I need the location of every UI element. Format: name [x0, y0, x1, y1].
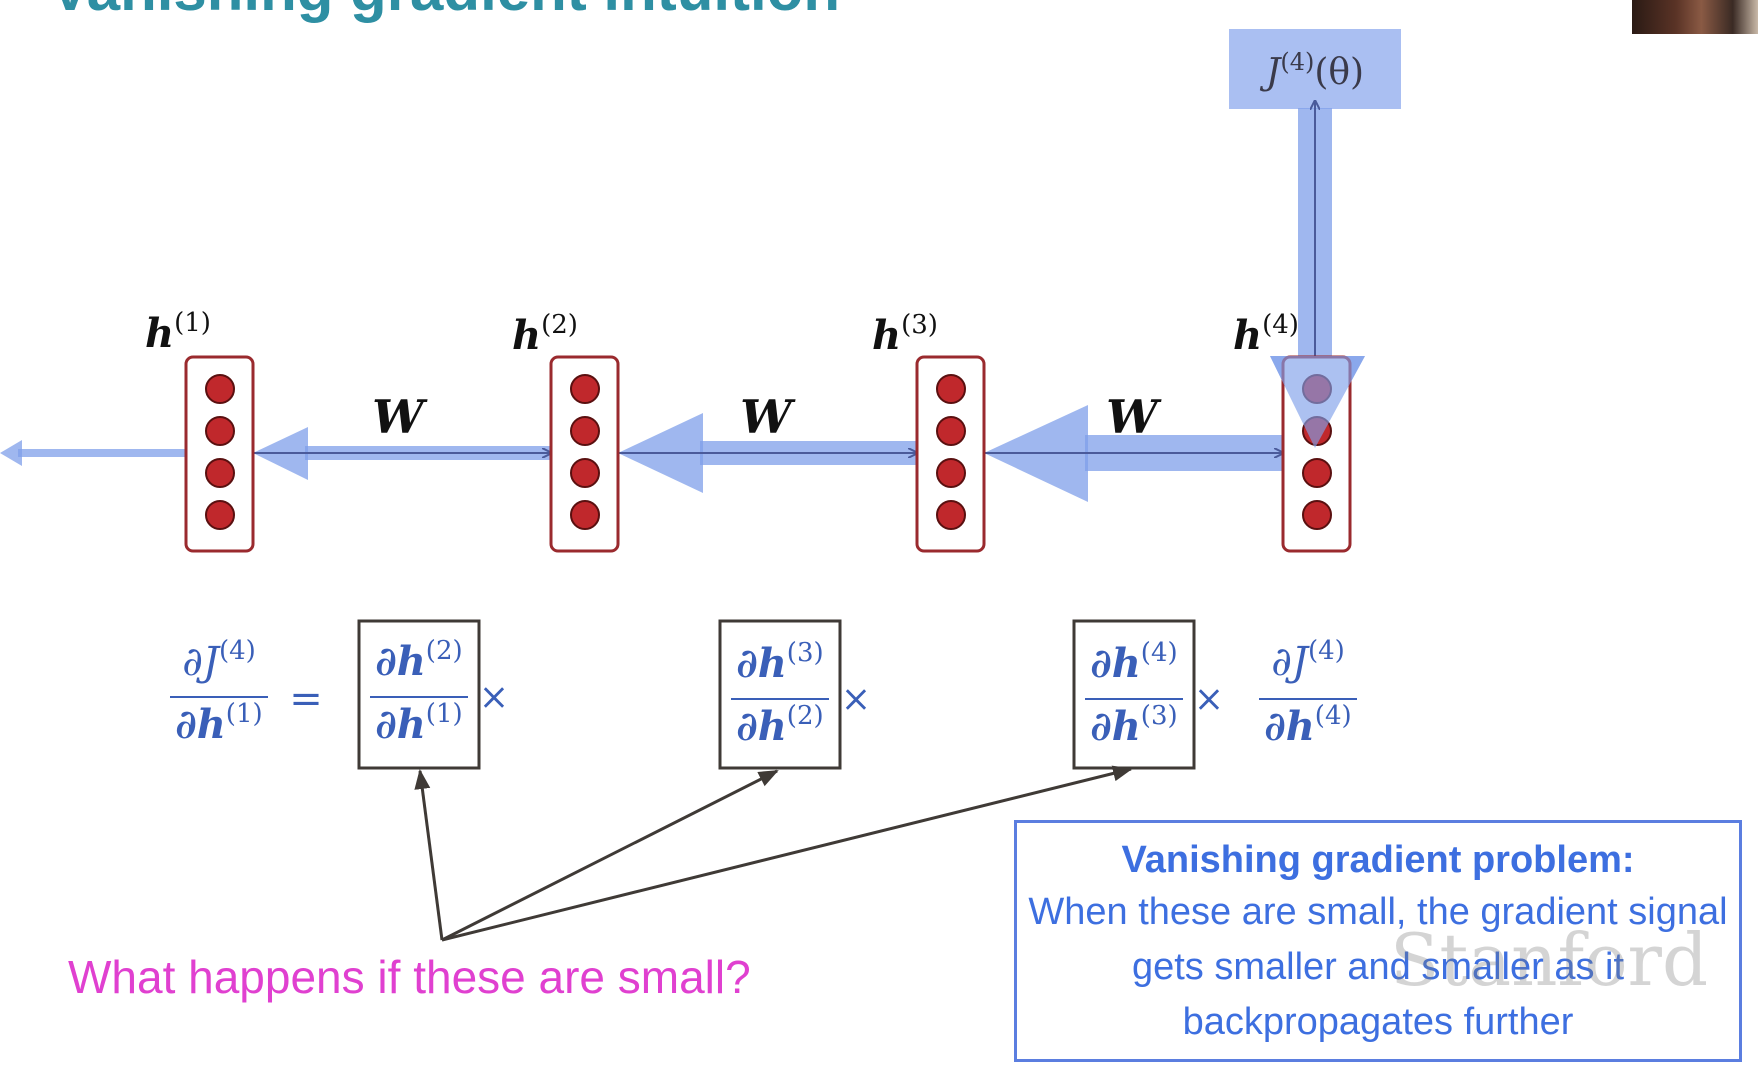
- vanishing-gradient-callout: Vanishing gradient problem: When these a…: [1014, 820, 1742, 1062]
- fraction-denominator: ∂h(1): [175, 699, 262, 748]
- equals-sign: =: [289, 676, 323, 722]
- factor-box-2: ∂h(3) ∂h(2): [718, 619, 842, 770]
- webcam-thumbnail: [1632, 0, 1758, 34]
- fraction-numerator: ∂J(4): [1271, 636, 1345, 685]
- hidden-state-label-h1: h(1): [145, 308, 211, 357]
- pointer-arrows: [414, 765, 1133, 942]
- hidden-state-box: [915, 355, 986, 553]
- hidden-state-label-h4: h(4): [1233, 310, 1299, 359]
- neuron: [205, 374, 235, 404]
- hidden-state-box: [549, 355, 620, 553]
- neuron: [570, 500, 600, 530]
- hidden-state-h2: [549, 355, 620, 553]
- factor-box-1: ∂h(2) ∂h(1): [357, 619, 481, 770]
- fraction-numerator: ∂h(2): [375, 636, 462, 685]
- hidden-state-label-h3: h(3): [872, 310, 938, 359]
- neuron: [1302, 500, 1332, 530]
- neuron: [936, 500, 966, 530]
- fraction-denominator: ∂h(3): [1090, 701, 1177, 750]
- hidden-state-label-h2: h(2): [512, 310, 578, 359]
- weight-label: W: [372, 390, 428, 444]
- gradient-arrowhead-h1-out: [0, 440, 22, 466]
- equation-last-factor: ∂J(4) ∂h(4): [1259, 636, 1357, 750]
- question-text: What happens if these are small?: [68, 951, 751, 1003]
- pointer-arrow-factor-3: [441, 765, 1133, 942]
- loss-node-box: [1229, 29, 1401, 109]
- factor-box-3: ∂h(4) ∂h(3): [1072, 619, 1196, 770]
- times-sign: ×: [841, 679, 871, 720]
- hidden-state-h3: [915, 355, 986, 553]
- neuron: [205, 500, 235, 530]
- hidden-state-h4: [1270, 355, 1365, 553]
- loss-node-label: J(4)(θ): [1259, 48, 1364, 93]
- times-sign: ×: [479, 677, 509, 718]
- neuron: [1302, 458, 1332, 488]
- callout-heading: Vanishing gradient problem:: [1121, 839, 1635, 881]
- weight-label: W: [740, 390, 796, 444]
- callout-body: When these are small, the gradient signa…: [1028, 891, 1728, 1043]
- forward-arrows: [253, 101, 1315, 453]
- fraction-denominator: ∂h(4): [1264, 701, 1351, 750]
- fraction-denominator: ∂h(1): [375, 699, 462, 748]
- pointer-arrow-factor-2: [441, 769, 779, 942]
- equation-lhs: ∂J(4) ∂h(1): [170, 636, 268, 748]
- neuron: [936, 416, 966, 446]
- pointer-arrow-factor-1: [414, 769, 444, 941]
- weight-label: W: [1106, 390, 1162, 444]
- fraction-numerator: ∂J(4): [182, 636, 256, 685]
- neuron: [570, 416, 600, 446]
- factor-box-frame: [718, 619, 842, 770]
- gradient-arrow-h1-out: [18, 449, 188, 457]
- fraction-numerator: ∂h(4): [1090, 638, 1177, 687]
- factor-box-frame: [1072, 619, 1196, 770]
- neuron: [570, 374, 600, 404]
- neuron: [936, 458, 966, 488]
- neuron: [570, 458, 600, 488]
- slide-title: Vanishing gradient intuition: [50, 0, 840, 24]
- fraction-denominator: ∂h(2): [736, 701, 823, 750]
- neuron: [936, 374, 966, 404]
- chain-rule-equation: ∂J(4) ∂h(1) = ∂h(2) ∂h(1) × ∂h(3) ∂h(2) …: [170, 619, 1357, 770]
- neuron: [205, 458, 235, 488]
- factor-box-frame: [357, 619, 481, 770]
- times-sign: ×: [1194, 679, 1224, 720]
- gradient-arrowhead-overlay: [1270, 356, 1365, 448]
- neuron: [205, 416, 235, 446]
- fraction-numerator: ∂h(3): [736, 638, 823, 687]
- hidden-state-h1: [184, 355, 255, 553]
- hidden-state-box: [184, 355, 255, 553]
